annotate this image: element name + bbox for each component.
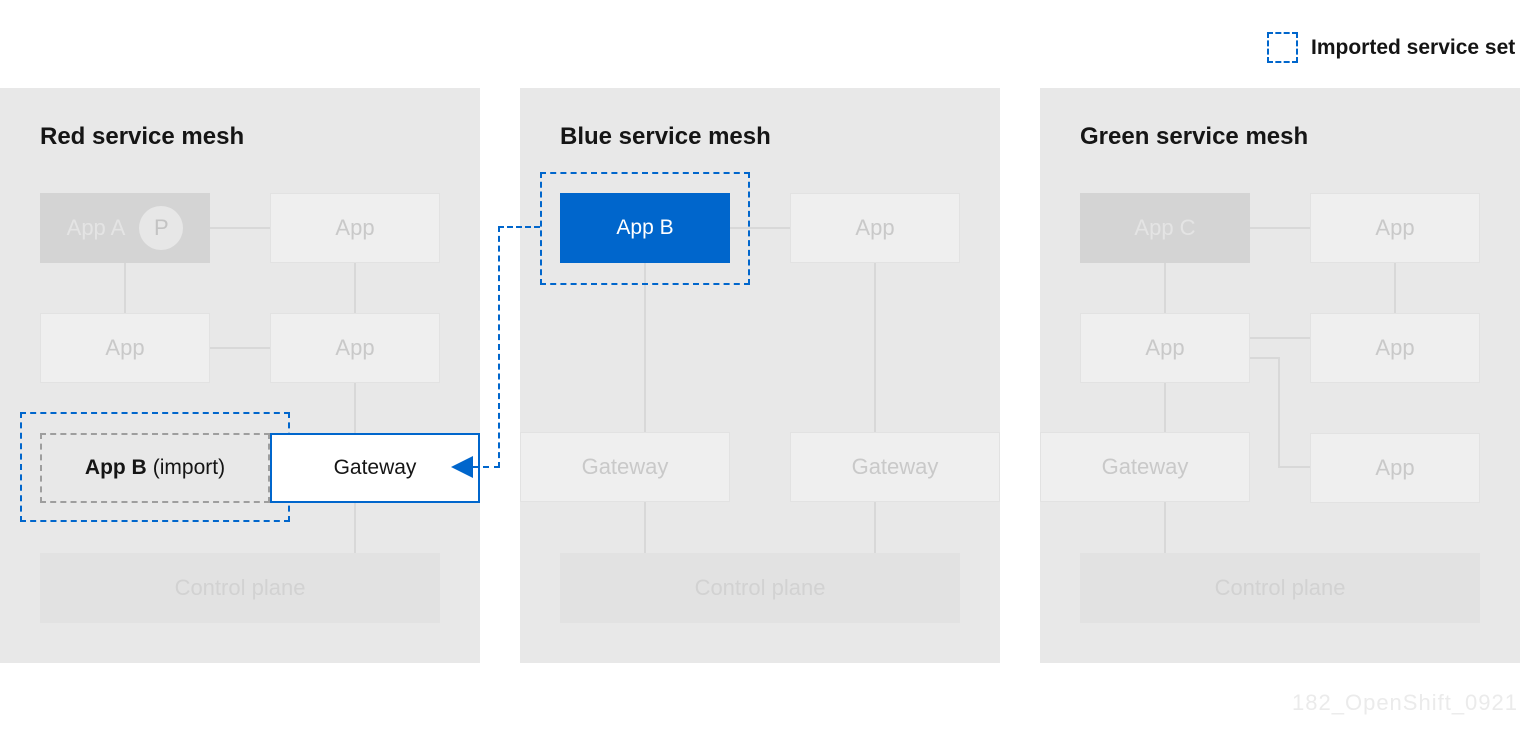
node-control-plane-green: Control plane [1080,553,1480,623]
node-app: App [1080,313,1250,383]
node-app: App [790,193,960,263]
node-app-a: App A P [40,193,210,263]
node-label: Control plane [1214,575,1346,600]
proxy-badge: P [139,206,184,250]
import-route-line [498,226,540,228]
connector-line [354,502,356,553]
node-label: Gateway [581,454,669,479]
node-label-suffix: (import) [152,456,226,479]
node-gateway-red: Gateway [270,433,480,503]
node-app: App [1310,433,1480,503]
node-label: App [335,335,375,360]
connector-line [354,383,356,433]
node-label: App C [1134,215,1196,240]
node-label: App [1145,335,1185,360]
node-control-plane-blue: Control plane [560,553,960,623]
connector-line [1250,337,1310,339]
connector-line [1250,227,1310,229]
connector-line [1278,466,1310,468]
node-app: App [270,313,440,383]
node-label: Control plane [694,575,826,600]
legend-label: Imported service set [1311,35,1516,59]
node-label: App [1375,455,1415,480]
node-label: Control plane [174,575,306,600]
node-label: App [105,335,145,360]
connector-line [124,263,126,313]
connector-line [1164,383,1166,432]
watermark: 182_OpenShift_0921 [1292,690,1518,715]
node-app-c: App C [1080,193,1250,263]
node-gateway-left: Gateway [520,432,730,502]
node-app-b: App B [560,193,730,263]
connector-line [730,227,790,229]
imported-service-set-swatch-icon [1267,32,1298,63]
node-label: App B [84,456,147,479]
connector-line [1164,263,1166,313]
connector-line [1250,357,1280,359]
node-app: App [1310,193,1480,263]
connector-line [210,227,270,229]
node-label: App [335,215,375,240]
node-label: App [1375,335,1415,360]
node-label: Gateway [851,454,939,479]
node-label: Gateway [333,456,417,479]
connector-line [874,263,876,432]
node-app-b-import: App B (import) [40,433,270,503]
connector-line [1394,263,1396,313]
imported-service-set-outline [540,172,750,285]
connector-line [210,347,270,349]
connector-line [874,502,876,553]
connector-line [1278,357,1280,468]
connector-line [354,263,356,313]
node-gateway-right: Gateway [790,432,1000,502]
blue-mesh-panel: Blue service mesh App B App Gateway Gate… [520,88,1000,663]
green-mesh-title: Green service mesh [1080,123,1309,150]
node-label: App B [616,216,674,239]
node-gateway-green: Gateway [1040,432,1250,502]
node-app: App [270,193,440,263]
green-mesh-panel: Green service mesh App C App App App Gat… [1040,88,1520,663]
node-label: Gateway [1101,454,1189,479]
node-label: App [1375,215,1415,240]
node-control-plane-red: Control plane [40,553,440,623]
import-route-arrow-icon [451,456,473,478]
node-label: App [855,215,895,240]
connector-line [1164,502,1166,553]
import-route-line [498,226,500,468]
blue-mesh-title: Blue service mesh [560,123,771,150]
connector-line [644,502,646,553]
red-mesh-title: Red service mesh [40,123,245,150]
node-app: App [1310,313,1480,383]
import-route-line [472,466,500,468]
legend: Imported service set [1267,32,1515,63]
node-app: App [40,313,210,383]
node-label: App A [66,215,126,240]
connector-line [644,263,646,432]
red-mesh-panel: Red service mesh App A P App App App App… [0,88,480,663]
